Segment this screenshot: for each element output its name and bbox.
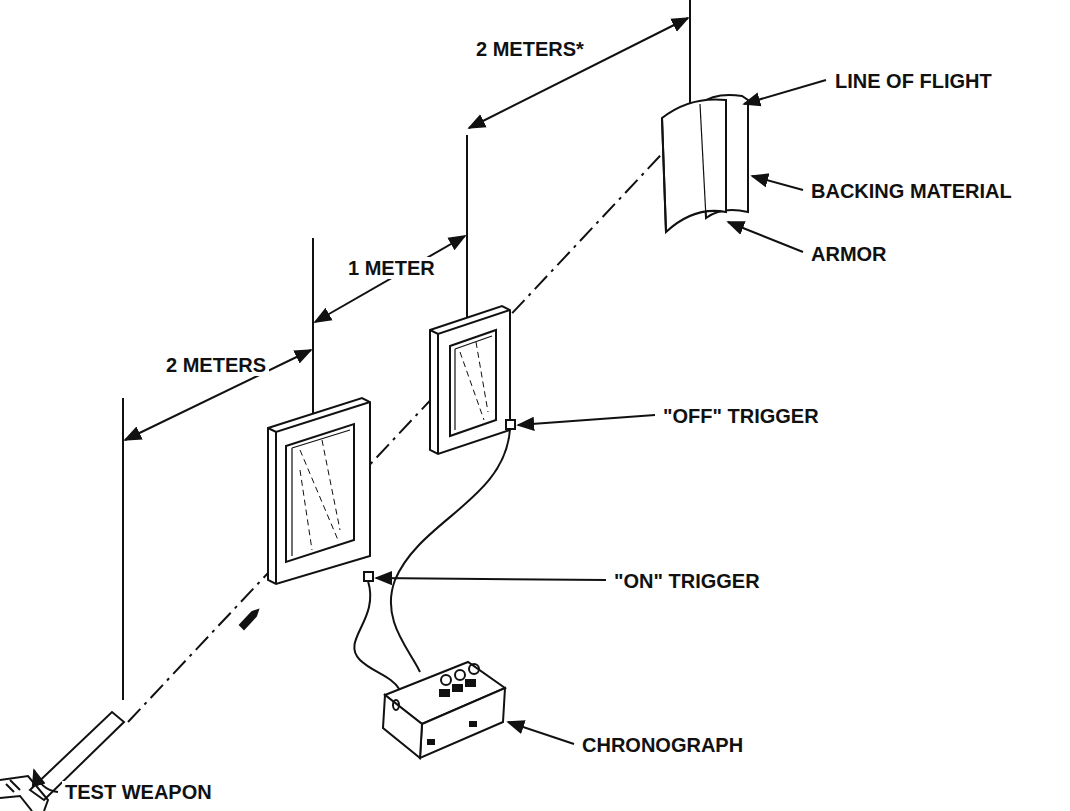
part-label: LINE OF FLIGHT (832, 70, 995, 92)
trigger-cable (354, 581, 400, 690)
part-label: "OFF" TRIGGER (660, 405, 822, 427)
part-label: "ON" TRIGGER (611, 570, 763, 592)
extension-line (466, 135, 468, 325)
dimension-line (315, 236, 465, 322)
line-of-flight (128, 108, 705, 722)
part-label: ARMOR (808, 243, 890, 265)
projectile (240, 610, 258, 629)
leader-line (752, 176, 803, 190)
extension-line (122, 398, 124, 700)
leader-line (744, 80, 826, 104)
part-label: TEST WEAPON (62, 781, 215, 803)
extension-line (312, 238, 314, 420)
on-screen-frame (268, 398, 373, 584)
leader-line (376, 578, 606, 580)
leader-line (518, 415, 655, 425)
trigger-cable (391, 429, 510, 672)
part-label: BACKING MATERIAL (808, 180, 1015, 202)
chronograph (383, 662, 505, 758)
dimension-line (469, 18, 688, 128)
leader-line (728, 222, 803, 252)
dimension-label: 1 METER (345, 257, 438, 279)
leader-line (508, 722, 574, 744)
leader-line (34, 770, 58, 792)
dimension-label: 2 METERS (163, 354, 269, 376)
armor-target (662, 95, 748, 232)
dimension-label: 2 METERS* (473, 38, 587, 60)
part-label: CHRONOGRAPH (579, 734, 746, 756)
off-screen-frame (430, 306, 515, 454)
